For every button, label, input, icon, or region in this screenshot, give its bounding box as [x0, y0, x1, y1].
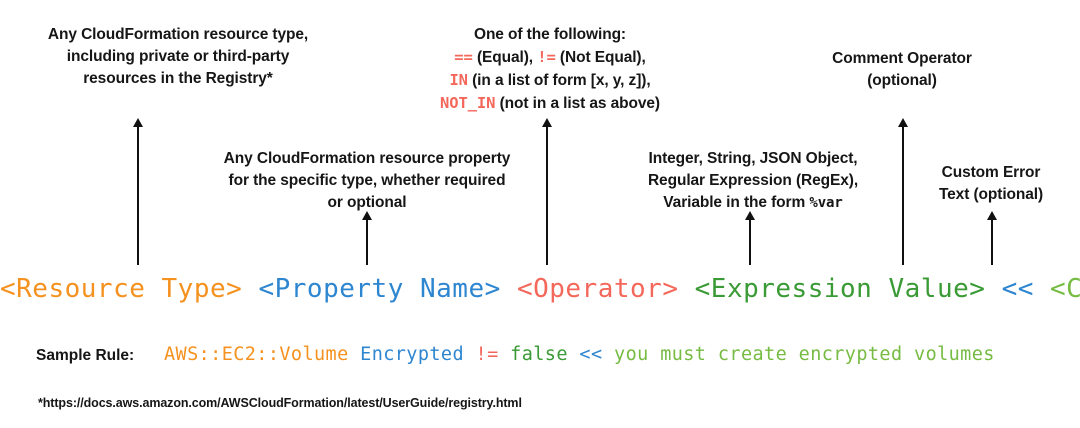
annotation-resource-type-line-2: including private or third-party	[66, 48, 290, 65]
arrow-comment-operator	[902, 126, 904, 265]
syntax-token-resource-type: <Resource Type>	[0, 274, 243, 304]
annotation-operator-item-in: IN (in a list of form [x, y, z]),	[396, 69, 704, 92]
sample-token-property-name: Encrypted	[360, 344, 464, 365]
annotation-operator-heading: One of the following:	[473, 26, 626, 43]
annotation-operator-item-not-in: NOT_IN (not in a list as above)	[396, 92, 704, 115]
arrow-expression-value	[749, 219, 751, 265]
annotation-custom-error-line-1: Custom Error	[941, 164, 1041, 181]
operator-token-in: IN	[449, 71, 468, 89]
sample-token-operator: !=	[475, 344, 499, 365]
sample-token-expression-value: false	[510, 344, 568, 365]
operator-token-not-equal: !=	[537, 48, 556, 66]
syntax-token-operator: <Operator>	[516, 274, 679, 304]
sample-rule-label: Sample Rule:	[36, 347, 135, 364]
annotation-custom-error-text: Custom Error Text (optional)	[906, 162, 1076, 206]
sample-token-comment-operator: <<	[579, 344, 603, 365]
footnote-registry-url: *https://docs.aws.amazon.com/AWSCloudFor…	[38, 396, 522, 410]
syntax-token-comment: <Comment>	[1050, 274, 1080, 304]
syntax-token-property-name: <Property Name>	[258, 274, 501, 304]
annotation-property-name-line-3: or optional	[327, 194, 407, 211]
annotation-expression-value-line-3: Variable in the form %var	[628, 192, 878, 214]
annotation-resource-type-line-1: Any CloudFormation resource type,	[47, 26, 309, 43]
syntax-token-comment-operator: <<	[1001, 274, 1034, 304]
annotation-comment-operator-line-2: (optional)	[867, 72, 937, 89]
annotation-operator-item: == (Equal), != (Not Equal),	[396, 46, 704, 69]
arrow-custom-error-text	[991, 219, 993, 265]
arrow-resource-type	[137, 126, 139, 265]
annotation-property-name: Any CloudFormation resource property for…	[212, 148, 522, 214]
annotation-expression-value-line-1: Integer, String, JSON Object,	[648, 150, 858, 167]
annotation-property-name-line-2: for the specific type, whether required	[228, 172, 506, 189]
annotation-expression-value-line-2: Regular Expression (RegEx),	[647, 172, 859, 189]
operator-desc-equal: (Equal),	[476, 49, 534, 66]
annotation-comment-operator: Comment Operator (optional)	[802, 48, 1002, 92]
annotation-resource-type: Any CloudFormation resource type, includ…	[0, 24, 356, 90]
operator-token-not-in: NOT_IN	[439, 94, 496, 112]
operator-token-equal: ==	[454, 48, 473, 66]
arrow-property-name	[366, 219, 368, 265]
operator-desc-in: (in a list of form [x, y, z]),	[472, 72, 651, 89]
annotation-property-name-line-1: Any CloudFormation resource property	[223, 150, 511, 167]
sample-token-comment: you must create encrypted volumes	[614, 344, 995, 365]
operator-desc-not-equal: (Not Equal),	[559, 49, 646, 66]
annotation-expression-value: Integer, String, JSON Object, Regular Ex…	[628, 148, 878, 214]
operator-desc-not-in: (not in a list as above)	[499, 95, 660, 112]
annotation-comment-operator-line-1: Comment Operator	[832, 50, 972, 67]
sample-rule-code: AWS::EC2::Volume Encrypted != false << y…	[164, 344, 995, 365]
annotation-resource-type-line-3: resources in the Registry*	[83, 70, 273, 87]
rule-syntax-line: <Resource Type> <Property Name> <Operato…	[0, 274, 1080, 304]
sample-rule-row: Sample Rule: AWS::EC2::Volume Encrypted …	[36, 344, 995, 365]
sample-token-resource-type: AWS::EC2::Volume	[164, 344, 349, 365]
arrow-operator	[546, 126, 548, 265]
annotation-operator: One of the following: == (Equal), != (No…	[396, 24, 704, 115]
variable-token: %var	[809, 195, 843, 211]
annotation-custom-error-line-2: Text (optional)	[938, 186, 1044, 203]
annotation-expression-value-line-3-text: Variable in the form	[663, 194, 810, 211]
syntax-token-expression-value: <Expression Value>	[694, 274, 986, 304]
